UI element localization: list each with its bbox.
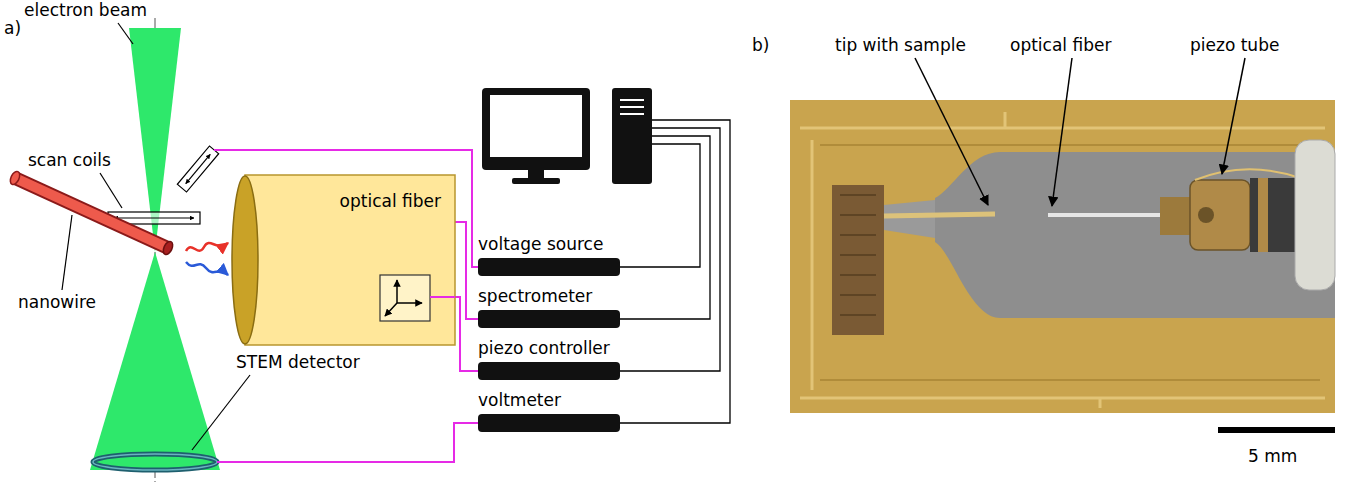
panel-letter: a) [4, 18, 21, 38]
stem-detector-ring [93, 454, 217, 470]
fiber-body [245, 175, 455, 345]
optical-fiber: optical fiber [231, 175, 455, 345]
tower-slot [620, 99, 644, 101]
signal-wire [430, 296, 455, 298]
data-cable [620, 144, 700, 267]
tip-holder [832, 185, 884, 335]
axis-arrow [396, 280, 398, 303]
coil-arrow [186, 154, 210, 183]
instrument-label: voltage source [478, 234, 603, 254]
leader-line [62, 215, 72, 290]
stem-detector-ring [93, 454, 217, 470]
data-cable [620, 120, 730, 423]
leader-line [100, 173, 122, 208]
photo-fiber [1048, 213, 1162, 217]
part-label: optical fiber [1010, 35, 1111, 55]
scan-coil [177, 146, 218, 192]
part-label: electron beam [24, 0, 147, 20]
nanowire-body [15, 178, 168, 248]
piezo-axes-box [380, 275, 430, 321]
tower-slot [620, 106, 644, 108]
data-cable [620, 136, 710, 319]
piezo-screw [1198, 207, 1214, 223]
piezo-clip [1258, 178, 1268, 252]
fiber-face [232, 176, 258, 344]
computer-screen [490, 95, 582, 157]
nanowire-tip [161, 240, 174, 256]
node-label: optical fiber [340, 191, 441, 211]
axis-arrow [385, 303, 397, 316]
instrument-body [478, 258, 620, 276]
instrument-box: spectrometer [478, 286, 620, 328]
instrument-label: voltmeter [478, 390, 561, 410]
emission-arrow [186, 243, 228, 251]
instrument-label: spectrometer [478, 286, 592, 306]
tower-slot [620, 113, 644, 115]
emission-arrow [186, 262, 228, 275]
pointer-arrow [1052, 58, 1072, 206]
monitor-stand [528, 170, 544, 178]
scale-label: 5 mm [1248, 446, 1297, 466]
part-label: tip with sample [835, 35, 966, 55]
part-label: piezo tube [1190, 35, 1279, 55]
instrument-label: piezo controller [478, 338, 610, 358]
instrument-body [478, 414, 620, 432]
instrument-body [478, 362, 620, 380]
piezo-tube [1250, 178, 1295, 252]
nanowire-end [8, 170, 21, 186]
tip-mount [884, 200, 935, 238]
scale-bar [1218, 427, 1335, 433]
coil-arrow [114, 217, 194, 218]
pointer-arrow [1222, 58, 1245, 174]
computer-tower [612, 88, 652, 184]
electron-beam-cone [90, 252, 220, 470]
leader-line [192, 375, 250, 450]
signal-wire [455, 222, 478, 319]
panel-letter: b) [752, 35, 769, 55]
piezo-wire [1195, 169, 1300, 180]
sample-tip [884, 214, 995, 216]
photo-board [790, 100, 1335, 413]
part-label: STEM detector [236, 352, 360, 372]
instrument-body [478, 310, 620, 328]
scan-coil [177, 146, 218, 192]
pointer-arrow [915, 58, 988, 205]
computer-monitor [482, 88, 590, 170]
instrument-box: voltage source [478, 234, 620, 276]
holder-texture [840, 195, 876, 315]
data-cable [620, 128, 720, 371]
signal-wire [217, 423, 478, 462]
nanowire-body [15, 178, 168, 248]
part-label: scan coils [28, 150, 111, 170]
axis-arrow [397, 302, 422, 304]
instrument-box: voltmeter [478, 390, 620, 432]
instrument-box: piezo controller [478, 338, 620, 380]
signal-wire [455, 297, 478, 371]
part-label: nanowire [18, 292, 96, 312]
leader-line [118, 23, 133, 44]
board-slot [935, 152, 1335, 318]
mount-housing [1295, 140, 1335, 290]
piezo-tube [1190, 180, 1250, 250]
piezo-clamp [1160, 197, 1190, 235]
monitor-stand [512, 178, 560, 184]
